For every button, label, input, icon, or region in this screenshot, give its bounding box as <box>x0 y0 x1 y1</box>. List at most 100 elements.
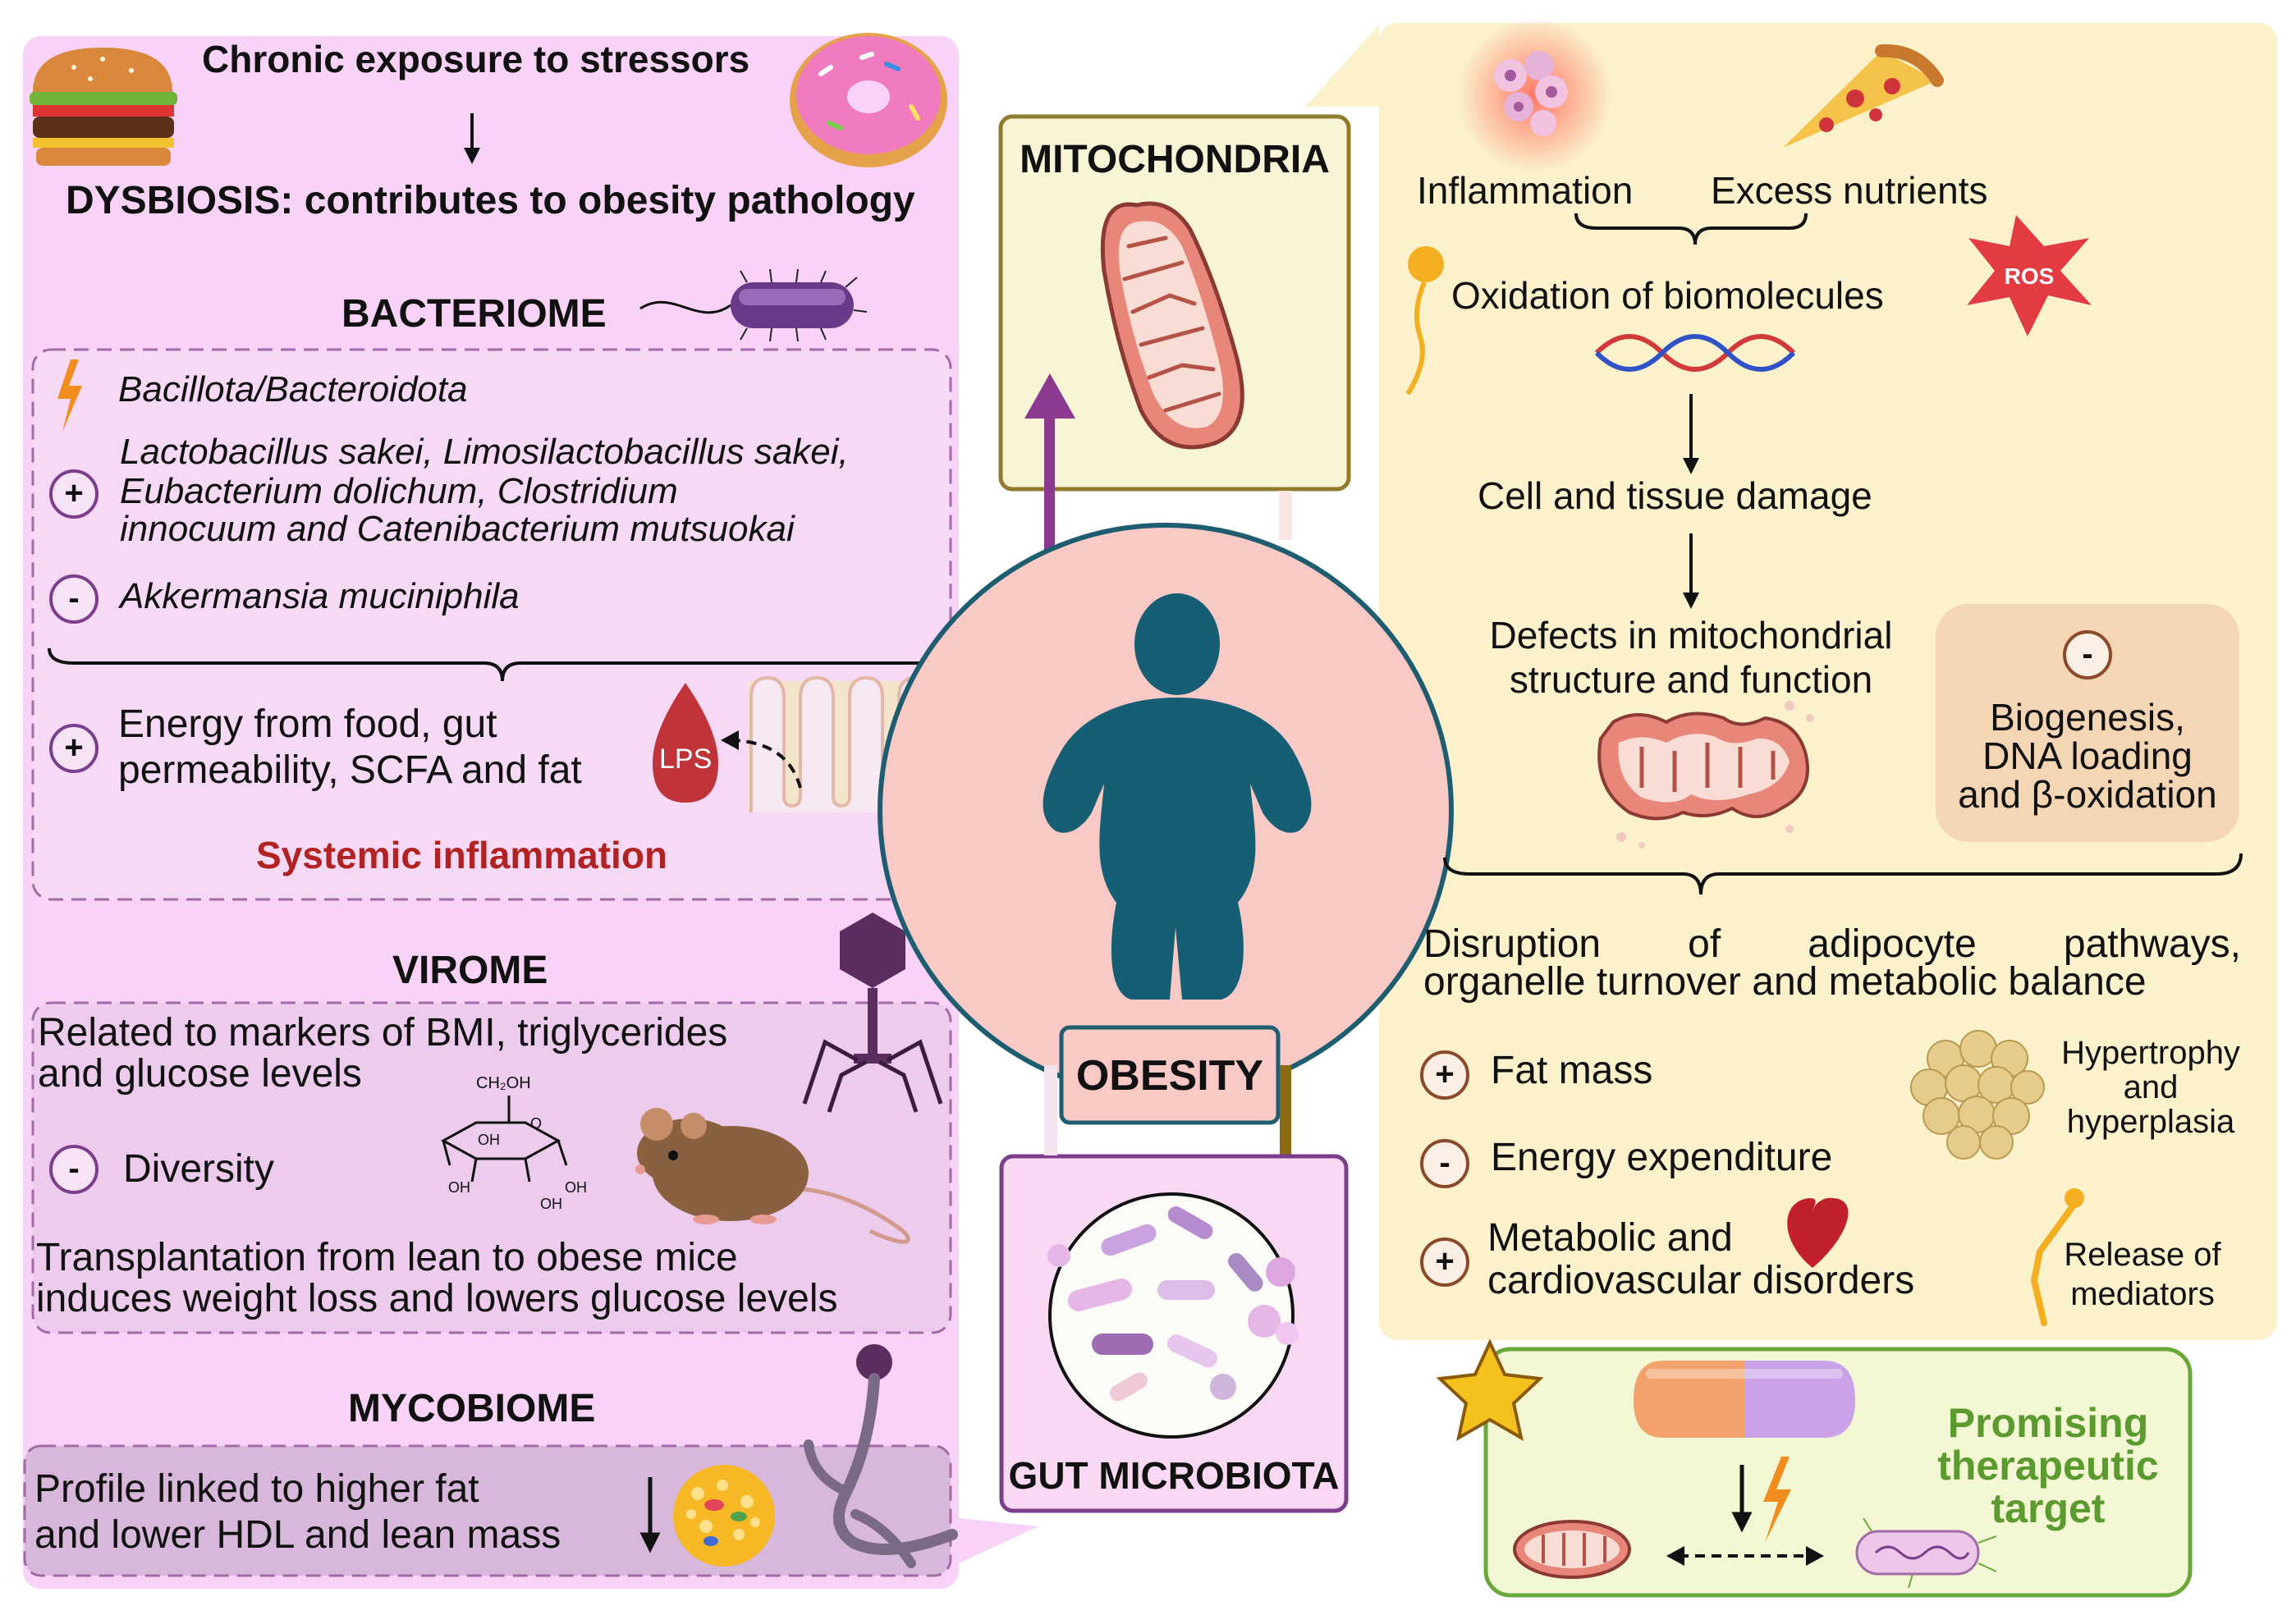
fungus-illustration <box>804 1344 958 1568</box>
phage-illustration <box>802 913 943 1113</box>
obese-silhouette <box>1043 593 1312 1000</box>
transplant-line2: induces weight loss and lowers glucose l… <box>36 1277 838 1320</box>
plus-sign-bacteria: + <box>49 469 99 519</box>
promising-line3: target <box>1991 1485 2106 1531</box>
mitochondria-label: MITOCHONDRIA <box>1020 138 1330 181</box>
increased-bacteria-line3: innocuum and Catenibacterium mutsuokai <box>120 509 795 549</box>
gut-microbiota-label: GUT MICROBIOTA <box>1008 1454 1340 1497</box>
dysbiosis-text: DYSBIOSIS: contributes to obesity pathol… <box>66 179 915 222</box>
donut-illustration <box>790 33 947 167</box>
lps-drop <box>653 683 718 803</box>
glucose-label-oh1: OH <box>478 1132 500 1148</box>
minus-sign-biogenesis: - <box>2063 630 2112 679</box>
increased-bacteria-line1: Lactobacillus sakei, Limosilactobacillus… <box>120 432 849 472</box>
biogenesis-line3: and β-oxidation <box>1958 773 2217 816</box>
glucose-label-oh3: OH <box>565 1179 587 1196</box>
release-line2: mediators <box>2070 1276 2215 1312</box>
microbiota-illustration <box>1047 1192 1299 1439</box>
pill-icon <box>1634 1361 1855 1438</box>
ros-label: ROS <box>2004 263 2055 289</box>
glucose-label-ch2oh: CH₂OH <box>476 1074 531 1092</box>
heart-icon <box>1787 1197 1849 1268</box>
glucose-structure <box>440 1096 568 1183</box>
adipocytes-illustration <box>1910 1030 2045 1160</box>
mediators-icon <box>2030 1188 2084 1326</box>
mycobiome-line2: and lower HDL and lean mass <box>34 1513 561 1557</box>
double-arrow <box>1666 1546 1824 1566</box>
diversity-text: Diversity <box>123 1147 275 1191</box>
inflammation-brace <box>1574 213 1808 245</box>
plus-sign-energy: + <box>49 724 99 773</box>
mitochondria-arrow <box>1024 373 1075 554</box>
promising-line1: Promising <box>1947 1400 2149 1446</box>
virome-related-line1: Related to markers of BMI, triglycerides <box>38 1011 728 1055</box>
obesity-label-box <box>1059 1025 1281 1125</box>
biogenesis-line2: DNA loading <box>1982 734 2193 777</box>
decreased-bacteria-text: Akkermansia muciniphila <box>120 576 520 616</box>
burger-illustration <box>30 48 177 166</box>
glucose-label-o: O <box>530 1115 543 1132</box>
mitochondrion-illustration <box>1100 201 1244 450</box>
small-mitochondrion <box>1513 1520 1631 1579</box>
defects-line2: structure and function <box>1509 658 1873 701</box>
minus-sign-energy: - <box>1420 1139 1469 1188</box>
pill-lightning <box>1763 1457 1791 1543</box>
disruption-line2: organelle turnover and metabolic balance <box>1423 960 2147 1004</box>
glucose-label-oh2: OH <box>448 1179 470 1196</box>
disruption-brace <box>1443 853 2243 895</box>
disruption-line1: Disruption of adipocyte pathways, <box>1423 922 2241 966</box>
fat-droplet-illustration <box>673 1465 775 1567</box>
metabolic-line2: cardiovascular disorders <box>1487 1259 1915 1302</box>
right-panel <box>1305 23 2277 1340</box>
lps-arrow <box>732 739 802 789</box>
increased-bacteria-line2: Eubacterium dolichum, Clostridium <box>120 471 678 511</box>
pizza-illustration <box>1783 43 1944 148</box>
energy-line1: Energy from food, gut <box>118 702 497 746</box>
mycobiome-title: MYCOBIOME <box>348 1387 596 1430</box>
promising-line2: therapeutic <box>1937 1443 2159 1489</box>
virome-box <box>31 1001 952 1334</box>
damaged-mitochondrion <box>1597 701 1814 849</box>
mycobiome-line1: Profile linked to higher fat <box>34 1467 479 1511</box>
excess-nutrients-text: Excess nutrients <box>1711 169 1988 212</box>
glucose-label-oh4: OH <box>540 1196 562 1212</box>
hypertrophy-line2: and <box>2123 1069 2179 1105</box>
ros-star <box>1967 215 2092 336</box>
small-bacterium <box>1855 1517 1997 1589</box>
bacterium-illustration <box>639 268 868 342</box>
plus-sign-fat: + <box>1420 1050 1469 1100</box>
oxidation-text: Oxidation of biomolecules <box>1451 274 1884 317</box>
star-icon <box>1436 1338 1544 1441</box>
inflammation-cells <box>1457 17 1613 173</box>
energy-expenditure-text: Energy expenditure <box>1491 1136 1833 1179</box>
inflammation-text: Inflammation <box>1417 169 1634 212</box>
obesity-label: OBESITY <box>1075 1052 1264 1100</box>
virome-title: VIROME <box>392 949 548 992</box>
minus-sign-bacteria: - <box>49 574 99 624</box>
fat-mass-text: Fat mass <box>1491 1049 1653 1092</box>
hypertrophy-line3: hyperplasia <box>2066 1104 2235 1140</box>
mouse-illustration <box>635 1108 910 1244</box>
plus-sign-metabolic: + <box>1420 1238 1469 1287</box>
phyla-text: Bacillota/Bacteroidota <box>118 369 468 409</box>
biogenesis-line1: Biogenesis, <box>1990 696 2185 739</box>
bacteriome-box <box>31 348 952 901</box>
transplant-line1: Transplantation from lean to obese mice <box>36 1236 738 1279</box>
defects-line1: Defects in mitochondrial <box>1489 614 1893 657</box>
minus-sign-diversity: - <box>49 1145 99 1194</box>
release-line1: Release of <box>2064 1237 2221 1273</box>
lightning-icon <box>57 359 82 432</box>
energy-line2: permeability, SCFA and fat <box>118 748 582 792</box>
lps-label: LPS <box>659 743 713 775</box>
lipid-icon <box>1405 246 1444 396</box>
dna-icon <box>1594 334 1796 372</box>
virome-related-line2: and glucose levels <box>38 1052 362 1096</box>
biogenesis-box <box>1936 604 2239 842</box>
metabolic-line1: Metabolic and <box>1487 1216 1733 1260</box>
cell-damage-text: Cell and tissue damage <box>1478 474 1872 517</box>
bacteriome-title: BACTERIOME <box>341 292 607 336</box>
hypertrophy-line1: Hypertrophy <box>2061 1035 2240 1071</box>
chronic-stressors-text: Chronic exposure to stressors <box>202 38 750 80</box>
